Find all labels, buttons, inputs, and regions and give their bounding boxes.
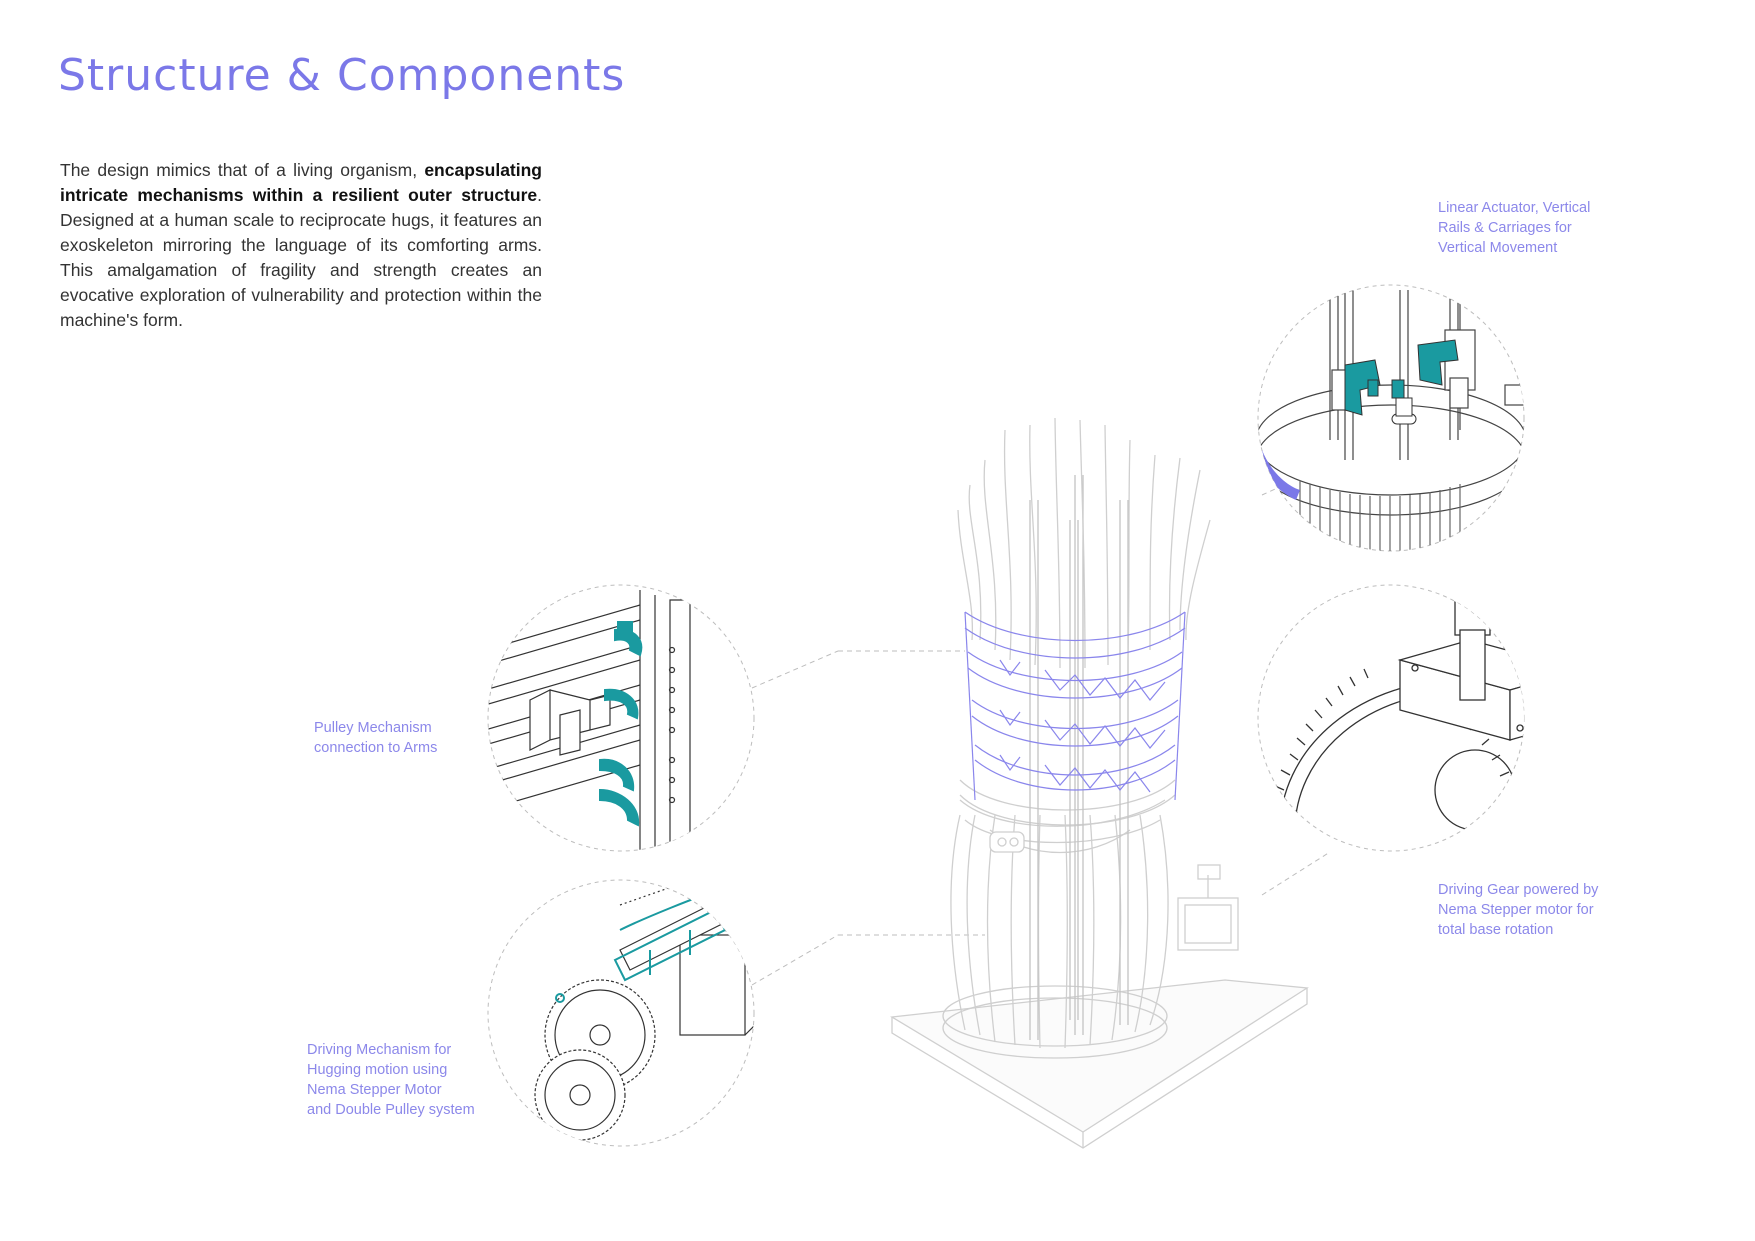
detail-circle-driving-mechanism bbox=[487, 879, 755, 1147]
upper-arms bbox=[957, 417, 1211, 669]
intro-paragraph: The design mimics that of a living organ… bbox=[60, 158, 542, 333]
leader-lines bbox=[751, 464, 1331, 986]
lower-ribs bbox=[942, 799, 1169, 1059]
intro-rest: . Designed at a human scale to reciproca… bbox=[60, 185, 542, 330]
callout-driving-gear: Driving Gear powered by Nema Stepper mot… bbox=[1438, 882, 1599, 938]
detail-circle-linear-actuator bbox=[1257, 284, 1525, 552]
carriage-blocks bbox=[1258, 339, 1459, 500]
callout-linear-actuator: Linear Actuator, Vertical Rails & Carria… bbox=[1438, 200, 1591, 256]
callout-pulley-mechanism: Pulley Mechanism connection to Arms bbox=[314, 720, 438, 756]
vertical-rails bbox=[1029, 475, 1129, 1040]
base-motor-unit bbox=[1177, 864, 1239, 951]
detail-circle-pulley bbox=[487, 584, 755, 852]
intro-emphasis: encapsulating intricate mechanisms withi… bbox=[60, 160, 542, 205]
pulley-arms bbox=[599, 621, 643, 827]
mid-ring bbox=[959, 779, 1176, 853]
detail-circle-driving-gear bbox=[1257, 584, 1525, 852]
central-sculpture bbox=[890, 417, 1309, 1149]
intro-lead: The design mimics that of a living organ… bbox=[60, 160, 425, 180]
callout-driving-mechanism: Driving Mechanism for Hugging motion usi… bbox=[307, 1042, 475, 1118]
hug-bands bbox=[964, 611, 1186, 801]
page-title: Structure & Components bbox=[58, 50, 626, 101]
base-plate bbox=[890, 979, 1309, 1149]
